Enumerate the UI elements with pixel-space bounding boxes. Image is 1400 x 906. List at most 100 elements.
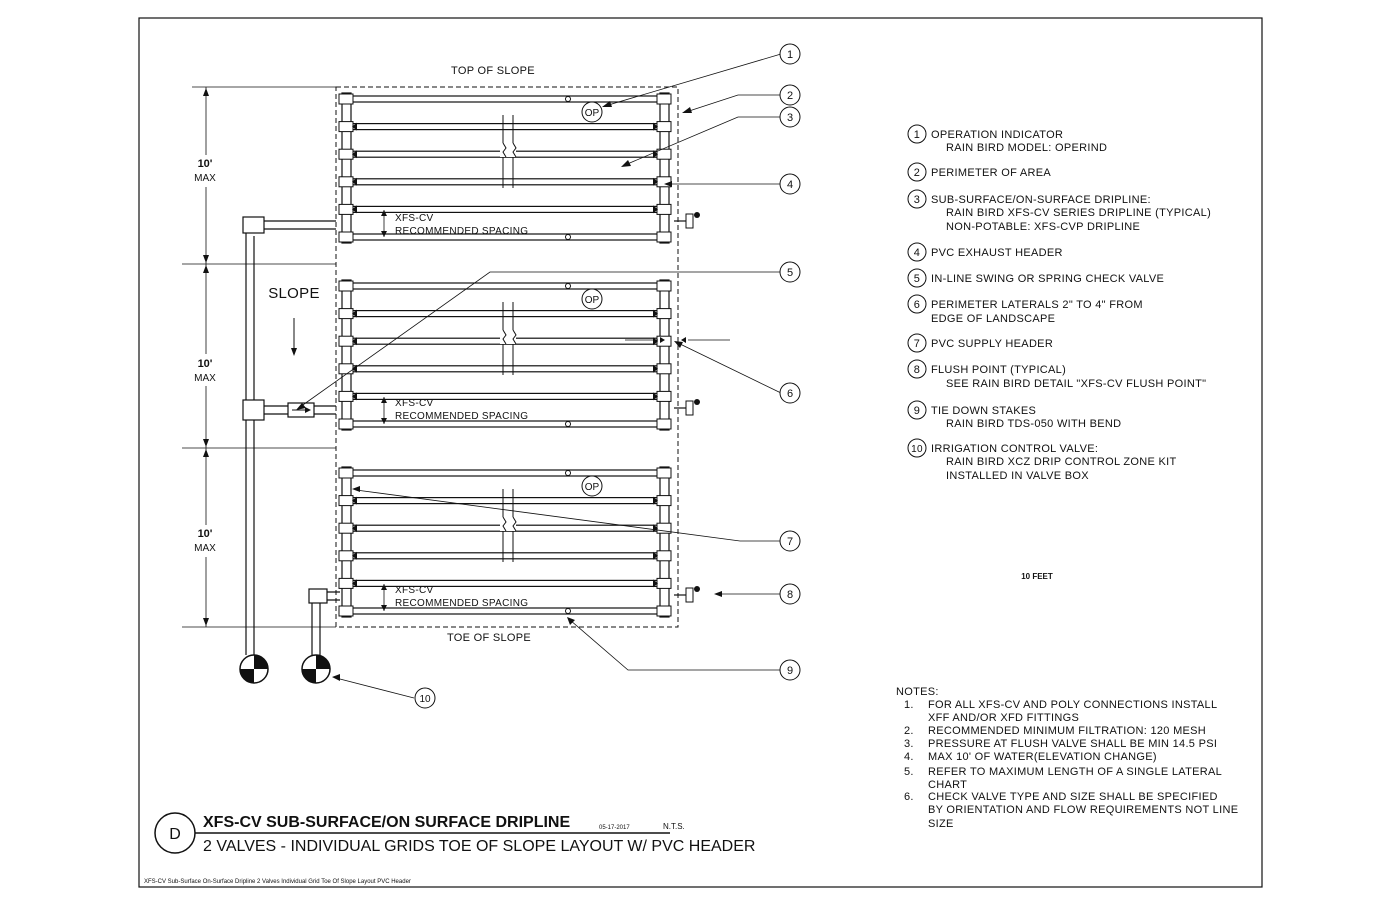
dripline-grid-zone-1: [338, 92, 672, 244]
notes-block: NOTES: 1. FOR ALL XFS-CV AND POLY CONNEC…: [896, 686, 1238, 830]
legend-item-2: 2 PERIMETER OF AREA: [907, 162, 1051, 182]
scale-label: 10 FEET: [1021, 572, 1053, 581]
zone1-spacing-line2: RECOMMENDED SPACING: [395, 226, 528, 237]
svg-text:2.: 2.: [904, 725, 914, 737]
svg-text:XFF AND/OR XFD FITTINGS: XFF AND/OR XFD FITTINGS: [928, 712, 1079, 724]
legend-item-1: 1 OPERATION INDICATOR RAIN BIRD MODEL: O…: [907, 124, 1107, 154]
svg-text:RAIN BIRD XCZ DRIP CONTROL ZON: RAIN BIRD XCZ DRIP CONTROL ZONE KIT: [946, 456, 1177, 468]
zone2-dim-unit: MAX: [194, 373, 216, 384]
slope-label: SLOPE: [268, 285, 320, 302]
sheet-border: [138, 17, 1263, 888]
control-valve-icon: [239, 654, 269, 684]
svg-text:9: 9: [914, 405, 920, 417]
svg-text:2: 2: [787, 90, 793, 102]
svg-text:SEE RAIN BIRD DETAIL "XFS-CV F: SEE RAIN BIRD DETAIL "XFS-CV FLUSH POINT…: [946, 378, 1206, 390]
svg-text:6: 6: [914, 299, 920, 311]
svg-text:4: 4: [787, 179, 793, 191]
svg-text:INSTALLED IN VALVE BOX: INSTALLED IN VALVE BOX: [946, 470, 1089, 482]
callout-leaders: [296, 53, 782, 699]
svg-text:BY ORIENTATION AND FLOW REQUIR: BY ORIENTATION AND FLOW REQUIREMENTS NOT…: [928, 804, 1238, 816]
legend-item-4: 4 PVC EXHAUST HEADER: [907, 242, 1063, 262]
callout-bubble-1: 1: [779, 43, 801, 65]
title-date: 05-17-2017: [599, 825, 630, 831]
svg-text:1.: 1.: [904, 699, 914, 711]
svg-text:IRRIGATION CONTROL VALVE:: IRRIGATION CONTROL VALVE:: [931, 443, 1098, 455]
svg-text:7: 7: [914, 338, 920, 350]
svg-text:3.: 3.: [904, 738, 914, 750]
svg-text:EDGE OF LANDSCAPE: EDGE OF LANDSCAPE: [931, 313, 1055, 325]
callout-bubble-8: 8: [779, 583, 801, 605]
svg-text:TIE DOWN STAKES: TIE DOWN STAKES: [931, 405, 1036, 417]
svg-text:OPERATION INDICATOR: OPERATION INDICATOR: [931, 129, 1063, 141]
legend-item-3: 3 SUB-SURFACE/ON-SURFACE DRIPLINE: RAIN …: [907, 189, 1211, 233]
zone3-spacing-line1: XFS-CV: [395, 585, 433, 596]
svg-text:5: 5: [914, 273, 920, 285]
zone2-spacing-line1: XFS-CV: [395, 398, 433, 409]
svg-text:FLUSH POINT (TYPICAL): FLUSH POINT (TYPICAL): [931, 364, 1066, 376]
title-line-1: XFS-CV SUB-SURFACE/ON SURFACE DRIPLINE: [203, 814, 570, 831]
svg-text:SUB-SURFACE/ON-SURFACE DRIPLIN: SUB-SURFACE/ON-SURFACE DRIPLINE:: [931, 194, 1151, 206]
zone1-dim-unit: MAX: [194, 173, 216, 184]
svg-text:10: 10: [419, 694, 431, 705]
pvc-supply-piping: [242, 216, 340, 655]
note-item: 3. PRESSURE AT FLUSH VALVE SHALL BE MIN …: [904, 738, 1217, 750]
svg-text:RECOMMENDED MINIMUM FILTRATION: RECOMMENDED MINIMUM FILTRATION: 120 MESH: [928, 725, 1206, 737]
svg-text:IN-LINE SWING OR SPRING CHECK: IN-LINE SWING OR SPRING CHECK VALVE: [931, 273, 1164, 285]
legend-item-10: 10 IRRIGATION CONTROL VALVE: RAIN BIRD X…: [907, 438, 1177, 482]
operation-indicator-1: OP: [581, 101, 603, 123]
zone3-dim-unit: MAX: [194, 543, 216, 554]
svg-text:MAX 10' OF WATER(ELEVATION CHA: MAX 10' OF WATER(ELEVATION CHANGE): [928, 751, 1157, 763]
notes-heading: NOTES:: [896, 686, 939, 698]
toe-of-slope-label: TOE OF SLOPE: [447, 632, 531, 644]
svg-text:9: 9: [787, 665, 793, 677]
svg-text:4: 4: [914, 247, 920, 259]
flush-point-icon: [674, 212, 700, 229]
callout-bubble-5: 5: [779, 261, 801, 283]
svg-text:1: 1: [914, 129, 920, 141]
svg-text:10: 10: [911, 444, 923, 455]
note-item: 5. REFER TO MAXIMUM LENGTH OF A SINGLE L…: [904, 766, 1222, 791]
zone3-dim-value: 10': [198, 528, 213, 540]
svg-text:FOR ALL XFS-CV AND POLY CONNEC: FOR ALL XFS-CV AND POLY CONNECTIONS INST…: [928, 699, 1217, 711]
dripline-grids: [338, 92, 672, 618]
callout-bubble-3: 3: [779, 106, 801, 128]
svg-text:SIZE: SIZE: [928, 818, 954, 830]
svg-text:PERIMETER OF AREA: PERIMETER OF AREA: [931, 167, 1051, 179]
svg-text:2: 2: [914, 167, 920, 179]
dripline-grid-zone-2: [338, 279, 672, 431]
zone2-dim-value: 10': [198, 358, 213, 370]
note-item: 2. RECOMMENDED MINIMUM FILTRATION: 120 M…: [904, 725, 1206, 737]
zone1-spacing-line1: XFS-CV: [395, 213, 433, 224]
callout-bubble-9: 9: [779, 659, 801, 681]
svg-text:8: 8: [787, 589, 793, 601]
svg-text:3: 3: [787, 112, 793, 124]
file-caption: XFS-CV Sub-Surface On-Surface Dripline 2…: [144, 879, 411, 885]
title-line-2: 2 VALVES - INDIVIDUAL GRIDS TOE OF SLOPE…: [203, 838, 755, 855]
zone2-spacing-line2: RECOMMENDED SPACING: [395, 411, 528, 422]
svg-text:5: 5: [787, 267, 793, 279]
svg-text:OP: OP: [585, 108, 600, 119]
svg-text:OP: OP: [585, 482, 600, 493]
note-item: 4. MAX 10' OF WATER(ELEVATION CHANGE): [904, 751, 1157, 763]
svg-text:RAIN BIRD TDS-050 WITH BEND: RAIN BIRD TDS-050 WITH BEND: [946, 418, 1121, 430]
svg-text:7: 7: [787, 536, 793, 548]
svg-text:NON-POTABLE: XFS-CVP DRIPLINE: NON-POTABLE: XFS-CVP DRIPLINE: [946, 221, 1140, 233]
operation-indicator-2: OP: [581, 288, 603, 310]
legend-item-5: 5 IN-LINE SWING OR SPRING CHECK VALVE: [907, 268, 1164, 288]
flush-point-icon: [674, 399, 700, 416]
svg-text:6: 6: [787, 388, 793, 400]
legend-item-6: 6 PERIMETER LATERALS 2" TO 4" FROM EDGE …: [907, 294, 1142, 325]
svg-text:1: 1: [787, 49, 793, 61]
callout-bubble-4: 4: [779, 173, 801, 195]
svg-text:OP: OP: [585, 295, 600, 306]
svg-text:PVC EXHAUST HEADER: PVC EXHAUST HEADER: [931, 247, 1063, 259]
callout-bubble-2: 2: [779, 84, 801, 106]
dripline-grid-zone-3: [338, 466, 672, 618]
area-perimeter: [335, 86, 679, 628]
svg-text:4.: 4.: [904, 751, 914, 763]
operation-indicator-3: OP: [581, 475, 603, 497]
legend-item-8: 8 FLUSH POINT (TYPICAL) SEE RAIN BIRD DE…: [907, 359, 1206, 390]
svg-text:3: 3: [914, 194, 920, 206]
svg-text:PVC SUPPLY HEADER: PVC SUPPLY HEADER: [931, 338, 1053, 350]
